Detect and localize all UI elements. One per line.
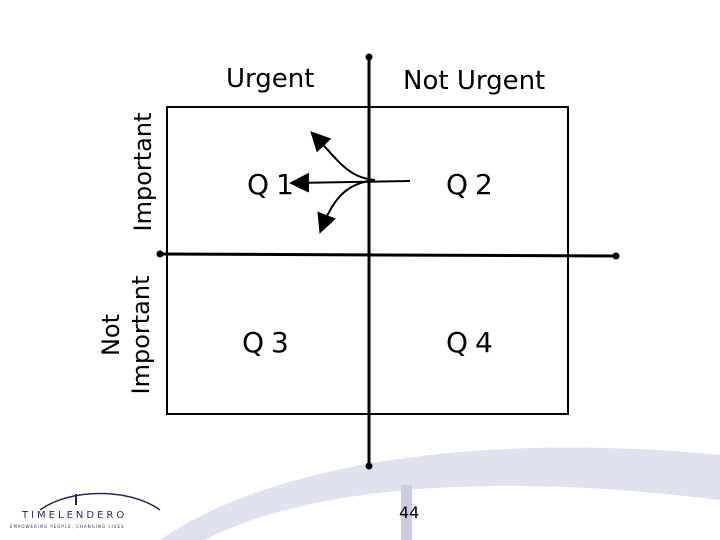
arrow-curve-up [310, 131, 376, 181]
column-header-urgent: Urgent [226, 64, 315, 94]
arrow-curve-down [317, 179, 376, 234]
quadrant-q4-label: Q4 [446, 326, 500, 359]
page-number: 44 [399, 503, 420, 522]
horizontal-axis-right-dot [612, 252, 620, 260]
logo-name: TIMELENDERO [22, 510, 128, 521]
page-number-bar [401, 485, 412, 540]
quadrant-q1-label: Q1 [247, 168, 301, 201]
quadrant-q3-label: Q3 [242, 326, 296, 359]
row-label-not-important-line2: Important [127, 275, 155, 395]
arrow-to-q1 [289, 172, 411, 193]
horizontal-axis-left-dot [156, 250, 164, 258]
background-swoosh [160, 447, 720, 540]
row-label-important: Important [129, 112, 157, 232]
vertical-axis-top-dot [365, 53, 373, 61]
row-label-not-important-line1: Not [97, 313, 125, 357]
column-header-not-urgent: Not Urgent [403, 66, 546, 96]
row-label-not-important: Not Important [96, 265, 156, 405]
logo-arc [39, 492, 161, 511]
vertical-axis-bottom-dot [365, 462, 373, 470]
logo-tagline: EMPOWERING PEOPLE, CHANGING LIVES [10, 524, 125, 529]
horizontal-axis [159, 252, 617, 258]
quadrant-q2-label: Q2 [446, 168, 500, 201]
